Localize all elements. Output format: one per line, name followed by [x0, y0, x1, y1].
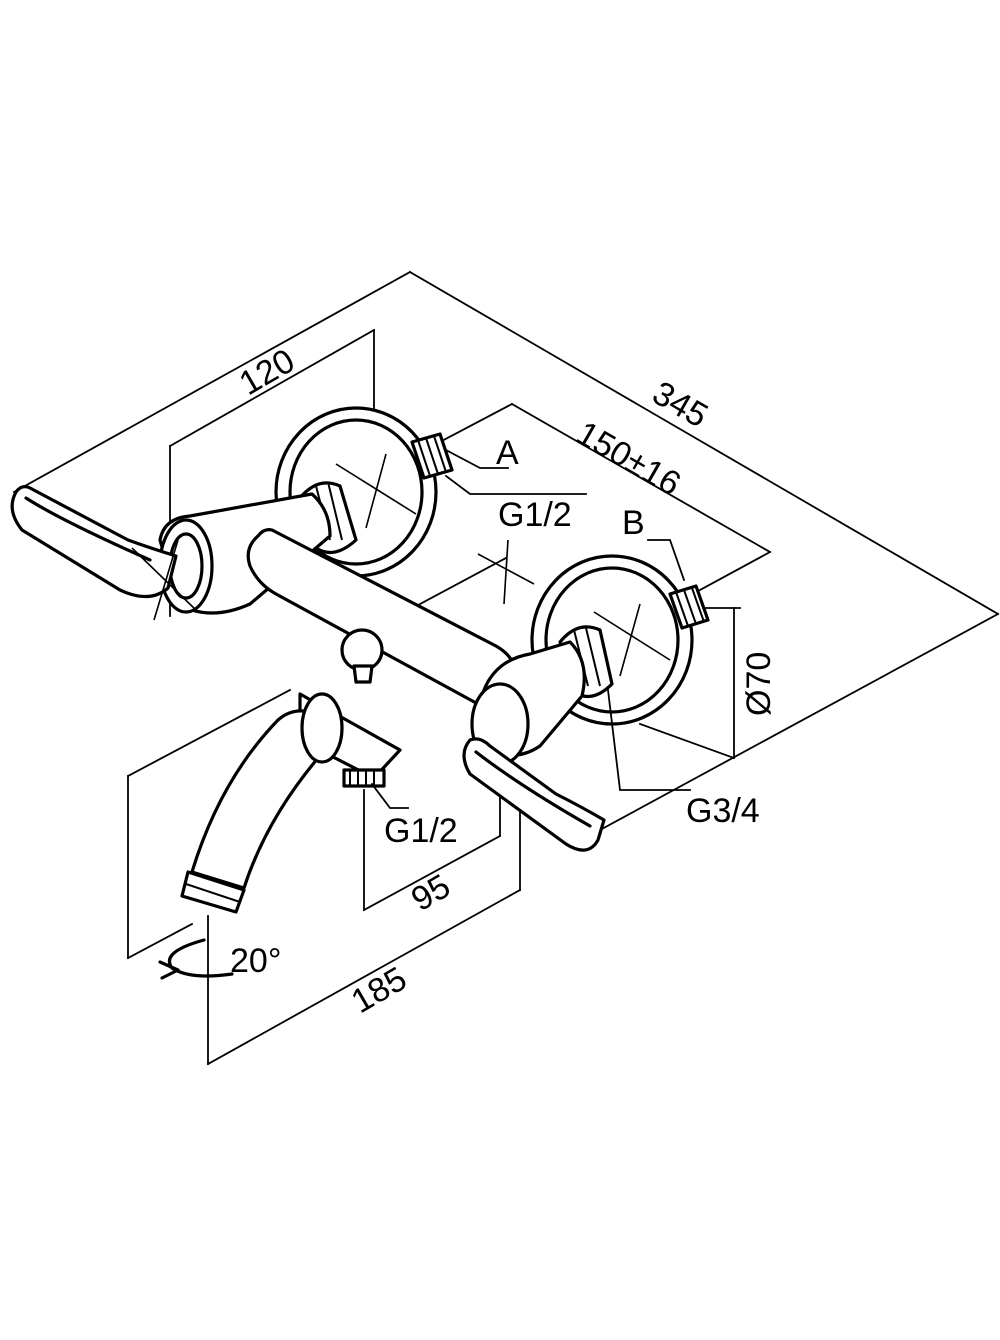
right-valve: [462, 554, 710, 852]
port-a-label: A: [496, 434, 519, 472]
rotation-angle: [158, 938, 234, 980]
dimension-345-label: 345: [646, 374, 714, 435]
thread-spout-label: G1/2: [384, 812, 458, 850]
left-valve: [10, 406, 454, 621]
dimension-185-label: 185: [345, 960, 413, 1021]
dimension-lines: [12, 270, 1000, 1066]
leader-lines: [370, 448, 691, 809]
thread-a-label: G1/2: [498, 496, 572, 534]
angle-label: 20°: [230, 942, 281, 980]
dimension-120-label: 120: [233, 342, 301, 403]
spout: [180, 692, 402, 914]
thread-b-label: G3/4: [686, 792, 760, 830]
dimension-70-label: Ø70: [740, 652, 778, 716]
port-b-label: B: [622, 504, 645, 542]
dimension-95-label: 95: [405, 867, 457, 919]
dimension-150-label: 150±16: [570, 414, 687, 504]
